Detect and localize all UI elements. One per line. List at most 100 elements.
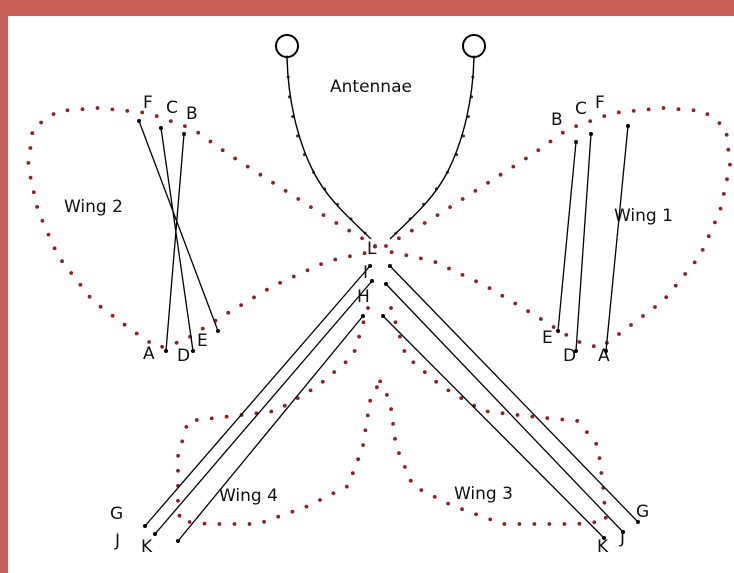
outline-dot [232, 522, 237, 526]
outline-dot [276, 514, 281, 519]
antenna-left-tip [275, 34, 299, 58]
string-endpoint [143, 524, 147, 528]
outline-dot [448, 205, 452, 210]
outline-dot [653, 305, 657, 309]
outline-dot [160, 344, 165, 349]
outline-dot [282, 403, 287, 408]
outline-dot [617, 332, 621, 336]
outline-dot [134, 331, 139, 336]
outline-dot [588, 119, 593, 123]
outline-dot [419, 256, 423, 261]
outline-dot [560, 130, 565, 135]
outline-dot [629, 323, 633, 327]
outline-dot [551, 325, 556, 329]
outline-dot [433, 260, 438, 264]
outline-dot [724, 132, 729, 137]
outline-dot [220, 148, 225, 153]
outline-dot [486, 180, 490, 185]
outline-dot [174, 340, 179, 345]
outline-dot [375, 385, 379, 390]
outline-dot [594, 441, 599, 446]
outline-dot [320, 379, 325, 384]
string-endpoint [370, 279, 374, 283]
outline-dot [110, 313, 115, 318]
outline-dot [641, 314, 645, 318]
outline-dot [545, 416, 550, 420]
outline-dot [202, 521, 207, 526]
outline-dot [517, 522, 522, 526]
outline-dot [28, 146, 33, 150]
outline-dot [262, 519, 266, 524]
outline-dot [176, 498, 180, 503]
outline-dot [168, 119, 173, 123]
outline-dot [432, 495, 437, 499]
outline-dot [269, 409, 274, 414]
outline-dot [258, 172, 263, 177]
outline-dot [459, 396, 464, 400]
outline-dot [208, 139, 213, 144]
outline-dot [446, 501, 450, 506]
outline-dot [378, 379, 383, 384]
wing1-point-b: B [551, 110, 563, 130]
outline-dot [385, 393, 389, 397]
outline-dot [122, 322, 127, 327]
outline-dot [350, 471, 355, 476]
outline-dot [393, 320, 398, 325]
outline-dot [278, 280, 282, 285]
wing1-point-a: A [598, 346, 610, 366]
outline-dot [348, 254, 352, 259]
outline-dot [564, 333, 569, 337]
outline-dot [577, 521, 582, 526]
outline-dot [384, 244, 388, 248]
string-line-w2-f-e [138, 120, 219, 332]
wing4-point-k: K [141, 537, 153, 557]
outline-dot [305, 268, 310, 273]
outline-dot [95, 106, 100, 110]
string-line-w1-f-a [605, 125, 629, 352]
wing2-point-a: A [143, 344, 155, 364]
string-endpoint [388, 264, 392, 268]
outline-dot [51, 112, 56, 116]
outline-dot [361, 443, 365, 447]
diagram-frame: Antennae Wing 2 Wing 1 Wing 4 Wing 3 F C… [8, 16, 734, 573]
outline-dot [726, 147, 731, 152]
wing-3-label: Wing 3 [454, 484, 513, 504]
outline-dot [319, 262, 323, 266]
outline-dot [532, 522, 537, 526]
outline-dot [511, 164, 516, 169]
wing2-point-d: D [177, 346, 190, 366]
outline-dot [52, 246, 57, 251]
outline-dot [35, 205, 39, 209]
string-endpoint [182, 132, 186, 136]
outline-dot [362, 251, 367, 256]
string-endpoint [381, 314, 385, 318]
outline-dot [365, 413, 370, 418]
outline-dot [631, 109, 636, 113]
string-line-i-j-right [385, 283, 624, 533]
outline-dot [718, 206, 723, 211]
string-endpoint [191, 349, 195, 353]
outline-dot [676, 107, 681, 112]
outline-dot [717, 121, 722, 125]
outline-dot [500, 411, 505, 416]
outline-dot [408, 478, 413, 483]
outline-dot [435, 213, 440, 218]
outline-dot [409, 228, 414, 233]
string-endpoint [636, 520, 640, 524]
outline-dot [728, 162, 732, 167]
string-endpoint [384, 282, 388, 286]
outline-dot [389, 306, 393, 310]
antennae-label: Antennae [330, 77, 412, 97]
labels: Antennae Wing 2 Wing 1 Wing 4 Wing 3 F C… [64, 77, 673, 557]
outline-dot [398, 334, 402, 339]
outline-dot [347, 228, 352, 233]
string-endpoint [604, 349, 608, 353]
outline-dot [252, 295, 256, 300]
outline-dot [389, 407, 393, 411]
outline-dot [592, 520, 597, 525]
dotted-outline [26, 55, 732, 526]
string-endpoint [589, 132, 593, 136]
center-point-h: H [357, 287, 370, 307]
outline-dot [575, 419, 580, 423]
outline-dot [209, 416, 214, 421]
